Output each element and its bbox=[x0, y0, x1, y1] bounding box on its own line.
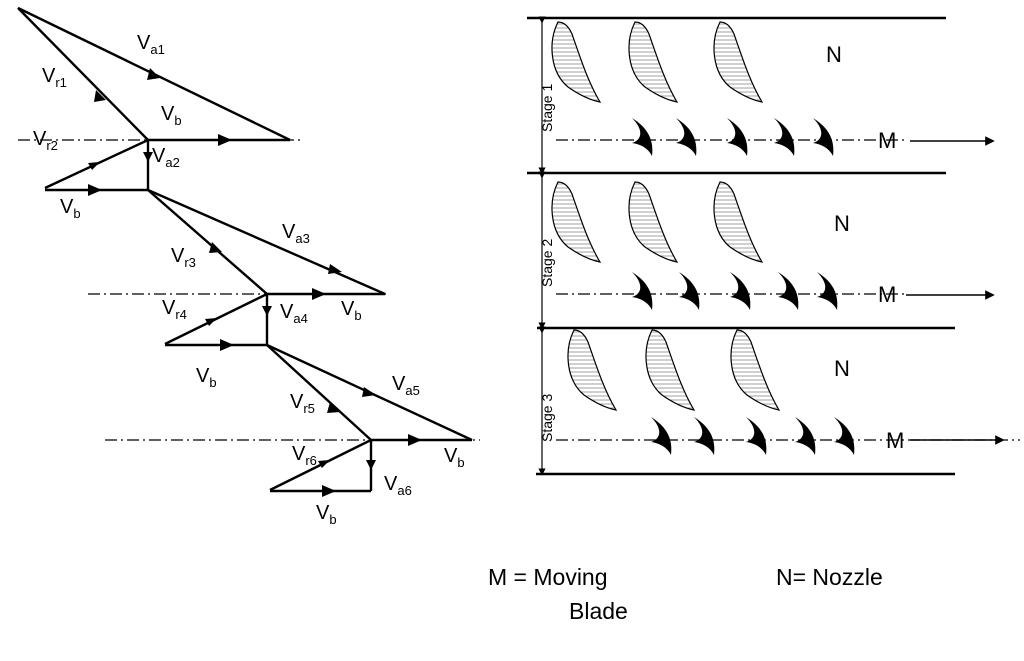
arrowhead bbox=[209, 242, 222, 253]
moving-blades-stage-2 bbox=[632, 272, 838, 310]
label-vr1: Vr1 bbox=[42, 65, 67, 90]
moving-blades-stage-3 bbox=[651, 417, 855, 455]
nozzle-icon bbox=[567, 329, 617, 411]
stage-1-label: Stage 1 bbox=[539, 84, 555, 132]
arrowhead bbox=[205, 318, 217, 326]
moving-blade-icon bbox=[746, 417, 767, 455]
arrowhead bbox=[88, 184, 102, 196]
moving-blade-icon bbox=[730, 272, 751, 310]
vr1-vector bbox=[17, 7, 149, 141]
vr3-vector bbox=[147, 189, 268, 295]
arrowhead bbox=[322, 485, 336, 497]
velocity-triangles: Va1 Vr1 Vb Vr2 Va2 Vb Va3 Vr3 Vr4 Va4 Vb… bbox=[17, 6, 480, 527]
stage-1-nozzle-label: N bbox=[826, 42, 842, 67]
vr5-vector bbox=[266, 344, 372, 441]
nozzle-icon bbox=[730, 329, 780, 411]
nozzle-icon bbox=[713, 21, 763, 103]
nozzle-icon bbox=[713, 181, 763, 263]
stage-3-moving-label: M bbox=[886, 428, 904, 453]
legend-nozzle: N= Nozzle bbox=[776, 564, 883, 590]
moving-blade-icon bbox=[795, 417, 816, 455]
moving-blade-icon bbox=[778, 272, 799, 310]
nozzle-icon bbox=[628, 21, 678, 103]
arrowhead bbox=[262, 306, 272, 316]
nozzle-icon bbox=[551, 21, 601, 103]
turbine-stages: Stage 1 Stage 2 Stage 3 bbox=[527, 16, 1020, 476]
nozzle-icon bbox=[551, 181, 601, 263]
va3-vector bbox=[147, 188, 386, 296]
arrowhead bbox=[327, 402, 340, 413]
arrowhead bbox=[312, 288, 326, 300]
label-vb-6: Vb bbox=[316, 502, 337, 527]
label-vr3: Vr3 bbox=[171, 245, 196, 270]
arrowhead bbox=[218, 134, 232, 146]
moving-blades-stage-1 bbox=[632, 118, 834, 156]
arrowhead bbox=[143, 152, 153, 162]
label-vb-1: Vb bbox=[161, 103, 182, 128]
label-vr5: Vr5 bbox=[290, 391, 315, 416]
arrowhead bbox=[318, 460, 330, 468]
stage-1-moving-label: M bbox=[878, 128, 896, 153]
stage-2-label: Stage 2 bbox=[539, 239, 555, 287]
moving-blade-icon bbox=[727, 118, 748, 156]
legend-moving-line2: Blade bbox=[569, 598, 628, 624]
nozzle-icon bbox=[628, 181, 678, 263]
label-va5: Va5 bbox=[392, 373, 420, 398]
arrowhead bbox=[94, 90, 106, 102]
legend: M = Moving Blade N= Nozzle bbox=[488, 564, 883, 624]
arrowhead bbox=[328, 264, 342, 274]
moving-blade-icon bbox=[632, 118, 653, 156]
arrowhead bbox=[366, 460, 376, 470]
label-vb-5: Vb bbox=[444, 445, 465, 470]
moving-blade-icon bbox=[632, 272, 653, 310]
legend-moving-line1: M = Moving bbox=[488, 564, 608, 590]
nozzle-icon bbox=[645, 329, 695, 411]
label-vr2: Vr2 bbox=[33, 128, 58, 153]
stage-2-moving-label: M bbox=[878, 282, 896, 307]
arrowhead bbox=[220, 339, 234, 351]
arrowhead bbox=[362, 387, 376, 397]
label-vb-4: Vb bbox=[196, 365, 217, 390]
label-vr4: Vr4 bbox=[162, 297, 187, 322]
moving-blade-icon bbox=[774, 118, 795, 156]
arrowhead bbox=[408, 434, 422, 446]
moving-blade-icon bbox=[813, 118, 834, 156]
label-va6: Va6 bbox=[384, 473, 412, 498]
arrowhead bbox=[147, 68, 160, 80]
moving-blade-icon bbox=[679, 272, 700, 310]
label-vb-3: Vb bbox=[341, 298, 362, 323]
arrowhead bbox=[88, 162, 100, 170]
stage-3-nozzle-label: N bbox=[834, 356, 850, 381]
label-va3: Va3 bbox=[282, 221, 310, 246]
label-va2: Va2 bbox=[152, 145, 180, 170]
stage-3-label: Stage 3 bbox=[539, 394, 555, 442]
moving-blade-icon bbox=[817, 272, 838, 310]
stage-2-nozzle-label: N bbox=[834, 211, 850, 236]
moving-blade-icon bbox=[694, 417, 715, 455]
label-va1: Va1 bbox=[137, 32, 165, 57]
label-vr6: Vr6 bbox=[292, 443, 317, 468]
moving-blade-icon bbox=[676, 118, 697, 156]
moving-blade-icon bbox=[651, 417, 672, 455]
label-va4: Va4 bbox=[280, 301, 308, 326]
label-vb-2: Vb bbox=[60, 196, 81, 221]
moving-blade-icon bbox=[834, 417, 855, 455]
